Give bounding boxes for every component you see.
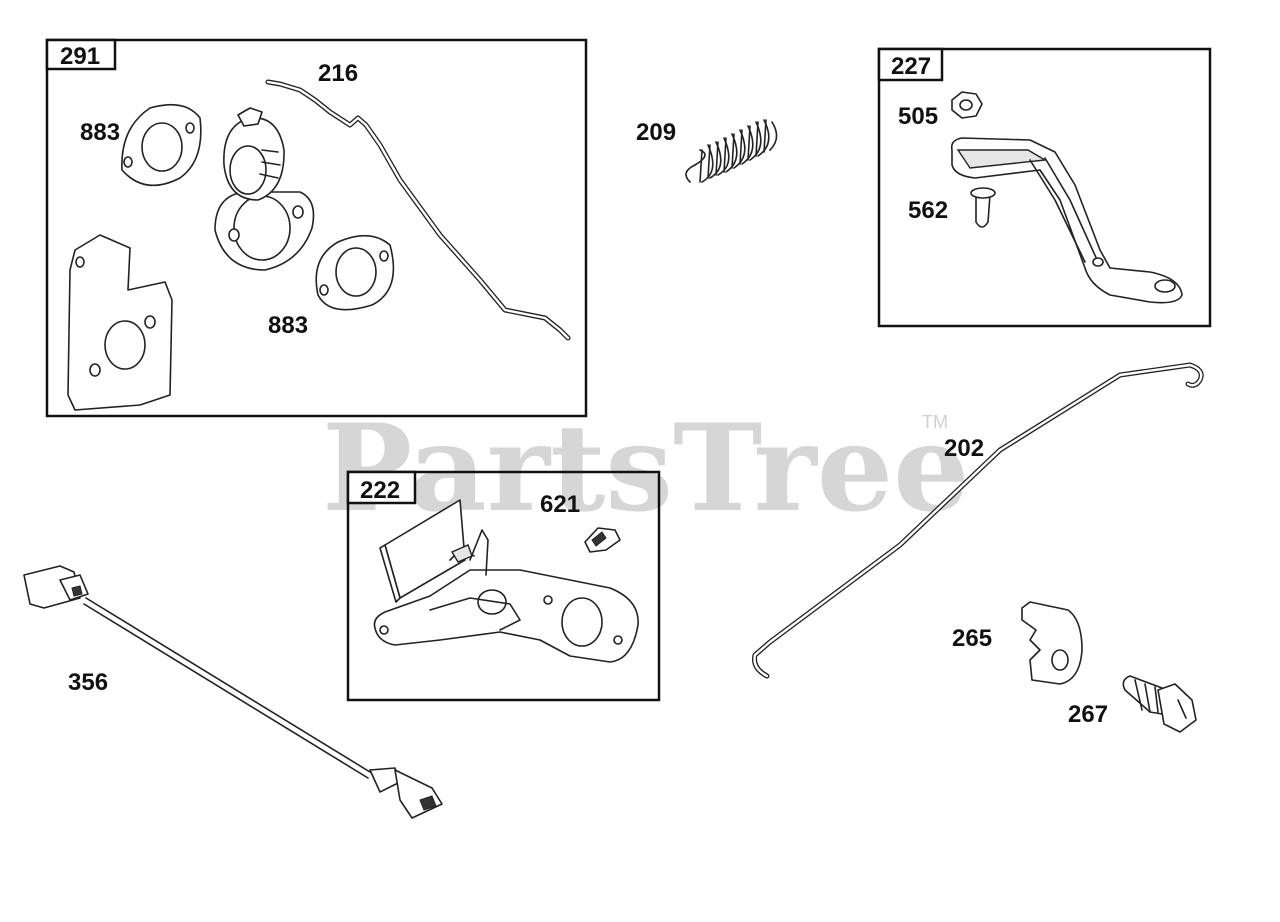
callout-216[interactable]: 216	[318, 60, 358, 87]
callout-562[interactable]: 562	[908, 197, 948, 224]
group-222-frame	[346, 470, 661, 702]
callout-883-lower[interactable]: 883	[268, 312, 308, 339]
group-291-label: 291	[60, 43, 100, 70]
group-291-tab	[45, 38, 117, 71]
callout-621[interactable]: 621	[540, 491, 580, 518]
insulator-plate[interactable]	[67, 234, 173, 411]
callout-265[interactable]: 265	[952, 625, 992, 652]
governor-control-bracket[interactable]	[373, 499, 639, 663]
watermark-text: PartsTree	[322, 398, 969, 539]
wire-harness-356[interactable]: 356	[23, 565, 443, 819]
callout-267[interactable]: 267	[1068, 701, 1108, 728]
group-222-tab	[346, 470, 417, 505]
gasket-lower[interactable]	[315, 234, 395, 311]
spacer-265[interactable]: 265	[952, 601, 1083, 685]
spring-209[interactable]: 209	[636, 119, 778, 183]
watermark: PartsTree TM	[322, 398, 969, 539]
group-222-label: 222	[360, 477, 400, 504]
watermark-trademark: TM	[922, 412, 948, 432]
bolt-267[interactable]: 267	[1068, 675, 1197, 733]
group-227-tab	[877, 47, 944, 82]
group-291[interactable]: 291	[45, 38, 588, 418]
callout-202[interactable]: 202	[944, 435, 984, 462]
choke-flange-assembly[interactable]	[214, 107, 315, 271]
bolt-562[interactable]	[970, 187, 996, 228]
control-lever[interactable]	[950, 137, 1183, 304]
nut-505[interactable]	[951, 91, 983, 119]
callout-356[interactable]: 356	[68, 669, 108, 696]
callout-209[interactable]: 209	[636, 119, 676, 146]
group-222[interactable]: 222 621	[346, 470, 661, 702]
gasket-upper[interactable]	[121, 103, 202, 187]
group-227-frame	[877, 47, 1212, 328]
clip-621[interactable]	[584, 527, 621, 553]
group-227-label: 227	[891, 53, 931, 80]
group-291-frame	[45, 38, 588, 418]
throttle-link-202[interactable]: 202	[752, 362, 1204, 679]
group-227[interactable]: 227 505 562	[877, 47, 1212, 328]
callout-883-upper[interactable]: 883	[80, 119, 120, 146]
callout-505[interactable]: 505	[898, 103, 938, 130]
